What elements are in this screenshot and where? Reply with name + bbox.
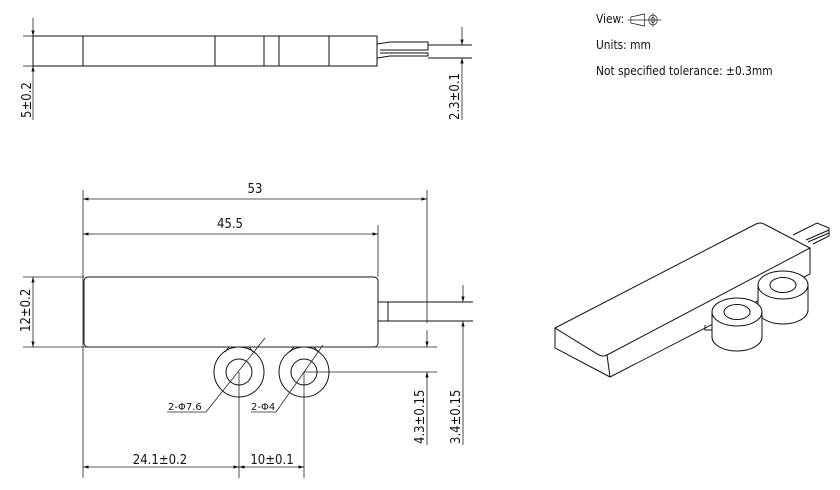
- hole-offset-x-label: 24.1±0.2: [133, 453, 187, 468]
- dimension-lines: [31, 197, 465, 469]
- top-view: 5±0.2 2.3±0.1: [20, 18, 472, 120]
- units-note: Units: mm: [596, 37, 651, 52]
- top-view-connector: [376, 41, 472, 59]
- isometric-view: [553, 222, 830, 378]
- first-angle-projection-icon: [627, 12, 662, 27]
- height-label: 12±0.2: [19, 289, 34, 332]
- front-view-body: [83, 276, 379, 348]
- view-note: View:: [596, 6, 773, 32]
- thickness-dimension: [23, 18, 35, 120]
- front-view-connector: [378, 301, 473, 322]
- iso-ring-1: [711, 297, 763, 352]
- top-view-body: [32, 35, 378, 67]
- connector-height-label: 3.4±0.15: [449, 390, 464, 444]
- hole-offset-y-label: 4.3±0.15: [413, 390, 428, 444]
- extension-lines: [23, 190, 437, 478]
- hole-spacing-label: 10±0.1: [250, 453, 293, 468]
- inner-diameter-label: 2-Φ4: [251, 402, 275, 413]
- iso-ring-2: [757, 270, 809, 325]
- drawing-notes: View: Units: mm Not specified tolerance:…: [596, 6, 773, 84]
- connector-thickness-label: 2.3±0.1: [448, 73, 463, 120]
- top-view-segment-lines: [82, 36, 330, 66]
- outer-diameter-label: 2-Φ7.6: [168, 402, 202, 413]
- tolerance-note: Not specified tolerance: ±0.3mm: [596, 63, 773, 78]
- overall-length-label: 53: [248, 182, 263, 197]
- front-view: 53 45.5 12±0.2 2-Φ7.6 2-Φ4 24.1±0.2 10±0…: [19, 182, 473, 478]
- iso-connector: [792, 222, 830, 245]
- thickness-label: 5±0.2: [20, 82, 35, 118]
- body-length-label: 45.5: [217, 217, 243, 232]
